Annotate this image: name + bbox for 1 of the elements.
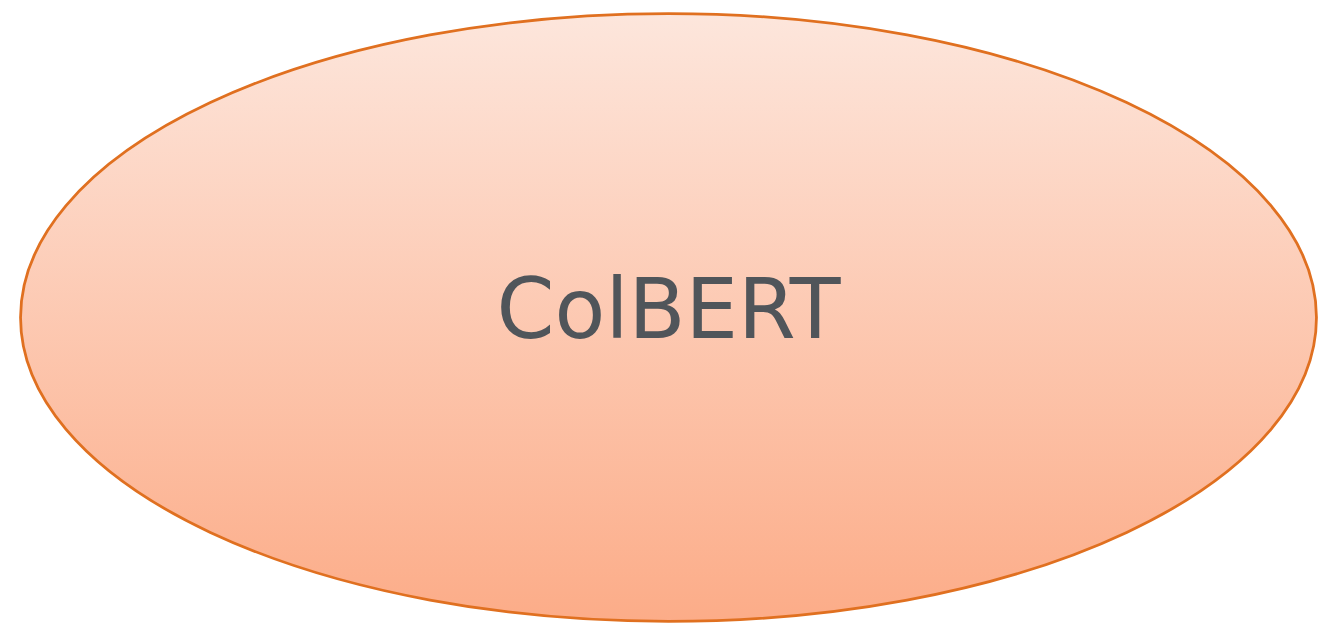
node-ellipse: ColBERT [19, 12, 1318, 623]
